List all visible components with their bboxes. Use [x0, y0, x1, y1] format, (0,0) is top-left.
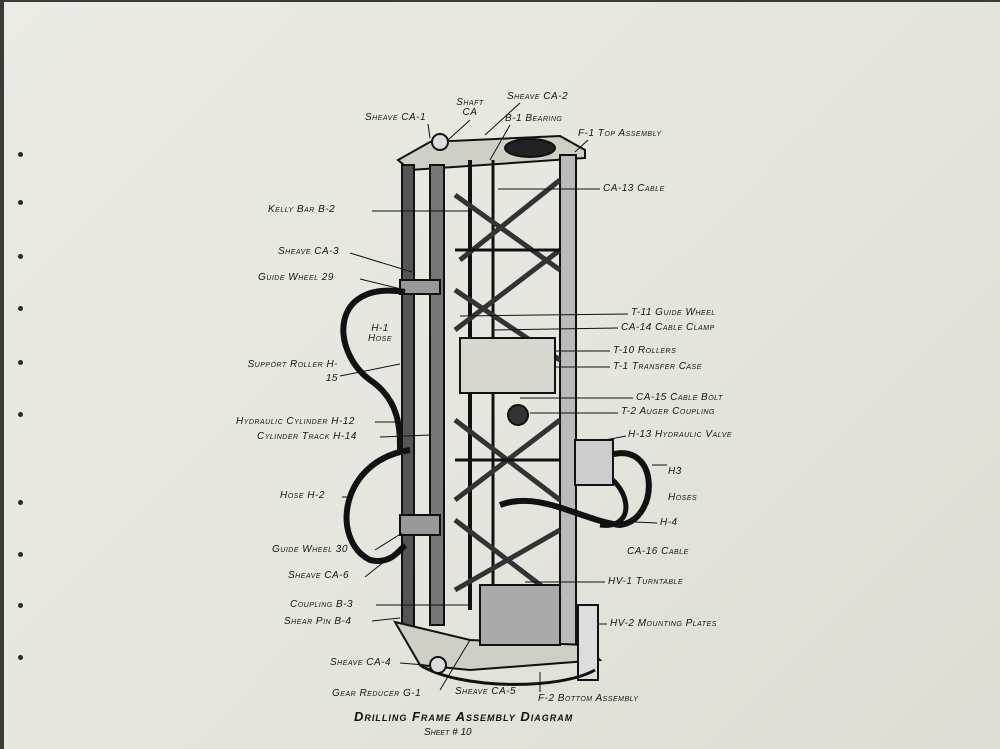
label-ca16-cable: CA-16 Cable — [627, 546, 689, 557]
label-f2-bottom-assembly: F-2 Bottom Assembly — [538, 693, 639, 704]
label-ca15-cable-bolt: CA-15 Cable Bolt — [636, 392, 723, 403]
label-h1-hose: H-1 Hose — [367, 323, 392, 344]
label-h3-hoses: H3 Hoses — [668, 466, 698, 503]
label-b1-bearing: B-1 Bearing — [505, 113, 563, 124]
label-ca13-cable: CA-13 Cable — [603, 183, 665, 194]
punch-hole — [18, 500, 23, 505]
label-shaft-ca: Shaft CA — [456, 97, 484, 118]
label-sheave-ca3: Sheave CA-3 — [278, 246, 340, 257]
label-f1-top-assembly: F-1 Top Assembly — [578, 128, 662, 139]
label-sheave-ca6: Sheave CA-6 — [288, 570, 350, 581]
punch-hole — [18, 200, 23, 205]
label-hv2-mounting-plates: HV-2 Mounting Plates — [610, 618, 717, 629]
label-sheave-ca1: Sheave CA-1 — [365, 112, 427, 123]
label-sheave-ca2: Sheave CA-2 — [507, 91, 569, 102]
punch-hole — [18, 306, 23, 311]
label-hv1-turntable: HV-1 Turntable — [608, 576, 684, 587]
label-coupling-b3: Coupling B-3 — [290, 599, 354, 610]
label-cylinder-track-h14: Cylinder Track H-14 — [257, 431, 357, 442]
label-gear-reducer-g1: Gear Reducer G-1 — [332, 688, 422, 699]
punch-hole — [18, 152, 23, 157]
label-guide-wheel-30: Guide Wheel 30 — [272, 544, 348, 555]
punch-hole — [18, 412, 23, 417]
label-hose-h2: Hose H-2 — [280, 490, 325, 501]
punch-hole — [18, 360, 23, 365]
label-t1-transfer-case: T-1 Transfer Case — [613, 361, 702, 372]
label-h13-hydraulic-valve: H-13 Hydraulic Valve — [628, 429, 733, 440]
punch-hole — [18, 552, 23, 557]
diagram-title: Drilling Frame Assembly Diagram — [354, 709, 574, 724]
label-kelly-bar-b2: Kelly Bar B-2 — [268, 204, 336, 215]
label-guide-wheel-29: Guide Wheel 29 — [258, 272, 334, 283]
label-hydraulic-cylinder-h12: Hydraulic Cylinder H-12 — [236, 416, 355, 427]
punch-hole — [18, 655, 23, 660]
label-sheave-ca4: Sheave CA-4 — [330, 657, 392, 668]
sheet-number: Sheet # 10 — [424, 727, 472, 738]
label-t10-rollers: T-10 Rollers — [613, 345, 677, 356]
label-t2-auger-coupling: T-2 Auger Coupling — [621, 406, 715, 417]
label-shear-pin-b4: Shear Pin B-4 — [284, 616, 352, 627]
label-support-roller-h15: Support Roller H-15 — [247, 359, 338, 384]
label-sheave-ca5: Sheave CA-5 — [455, 686, 517, 697]
label-h4: H-4 — [660, 517, 678, 528]
label-t11-guide-wheel: T-11 Guide Wheel — [631, 307, 716, 318]
punch-hole — [18, 603, 23, 608]
punch-hole — [18, 254, 23, 259]
label-ca14-cable-clamp: CA-14 Cable Clamp — [621, 322, 715, 333]
